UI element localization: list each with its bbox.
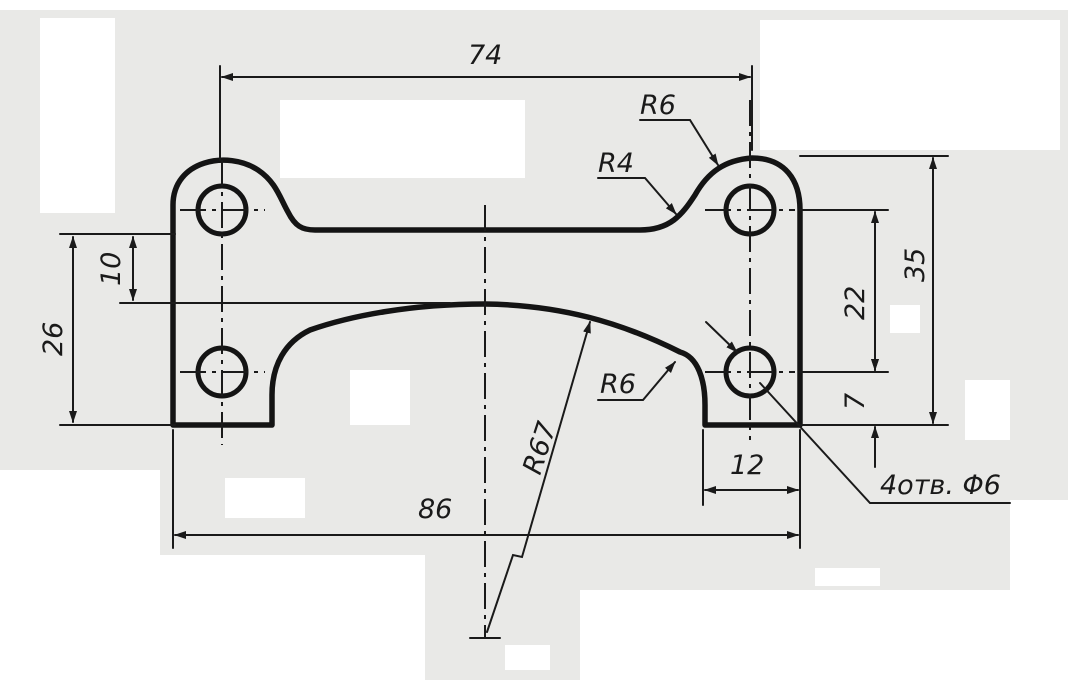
part-outline [170,155,803,428]
dim-86: 86 [418,494,452,525]
dim-74: 74 [468,40,502,71]
leader-lines [486,119,1011,633]
radius-r4: R4 [598,148,634,179]
dim-10: 10 [96,252,127,286]
radius-r6-top: R6 [640,90,676,121]
dim-12: 12 [730,450,764,481]
radius-r6-arch: R6 [600,369,636,400]
extension-lines [59,65,949,549]
dim-22: 22 [840,286,871,320]
dim-26: 26 [38,322,69,356]
holes-note: 4отв. Φ6 [880,470,1001,501]
dim-35: 35 [900,248,931,282]
dimension-lines [69,73,937,539]
dim-7: 7 [840,393,871,410]
